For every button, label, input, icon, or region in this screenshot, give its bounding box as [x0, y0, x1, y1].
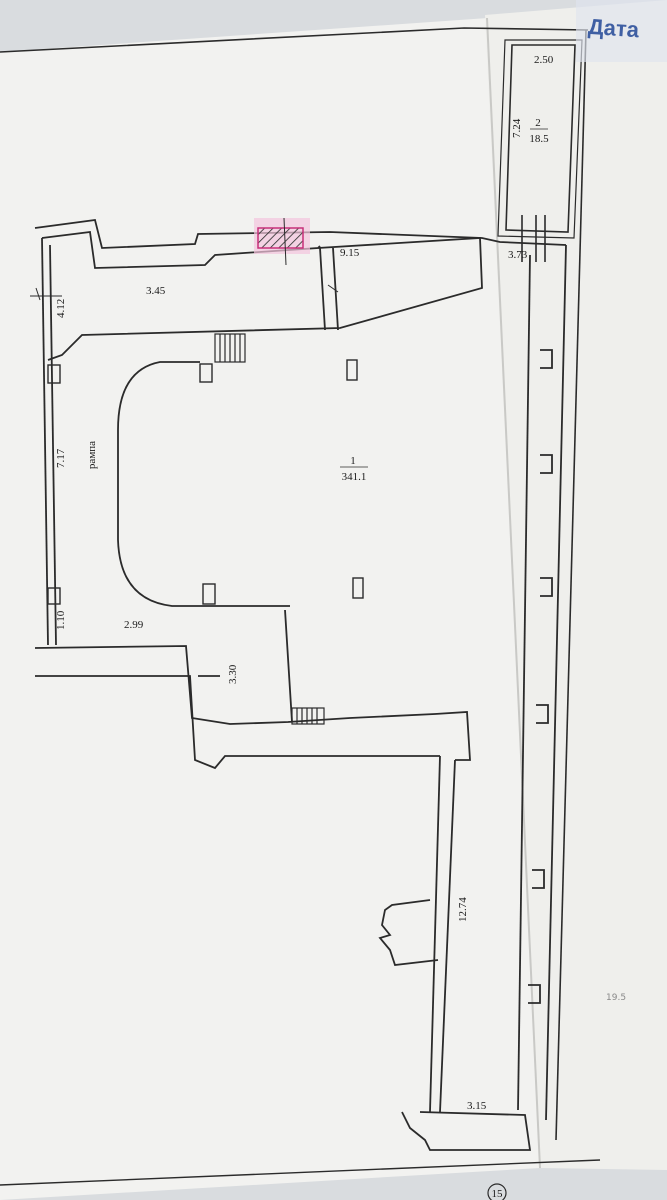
dim-3-30: 3.30 — [227, 664, 239, 684]
svg-text:Дата: Дата — [587, 14, 640, 43]
page-number: 15 — [492, 1188, 504, 1200]
paper-sheet-left — [0, 18, 540, 1200]
dim-7-17: 7.17 — [55, 448, 67, 468]
dim-3-45: 3.45 — [146, 285, 166, 297]
dim-3-73: 3.73 — [508, 249, 528, 261]
frame-line — [0, 27, 589, 53]
room-2 — [497, 39, 583, 262]
stairs-top — [214, 333, 246, 363]
room-2-area: 18.5 — [529, 133, 549, 145]
faint-note: 19.5 — [606, 993, 626, 1003]
dim-12-74: 12.74 — [457, 897, 469, 922]
dim-3-15: 3.15 — [467, 1100, 487, 1112]
room-1-area: 341.1 — [342, 471, 367, 483]
dim-7-24: 7.24 — [511, 118, 523, 138]
dim-4-12: 4.12 — [55, 299, 67, 318]
paper-sheet-right — [485, 0, 667, 1170]
dim-1-10: 1.10 — [55, 610, 67, 630]
page-number-circle — [487, 1183, 507, 1200]
dim-2-99: 2.99 — [124, 619, 144, 631]
frame-line-bottom — [0, 1159, 601, 1186]
ramp-label: рампа — [86, 441, 98, 469]
chimney-hatch — [257, 227, 304, 249]
date-stamp: Дата — [576, 0, 667, 62]
room-2-number: 2 — [535, 117, 541, 129]
ramp-edge — [117, 361, 290, 607]
dimension-ticks — [30, 284, 456, 1113]
stairs-bottom — [291, 707, 325, 725]
dim-2-50: 2.50 — [534, 54, 554, 66]
main-hall-walls — [34, 219, 567, 1151]
sheet-fold-line — [486, 17, 541, 1169]
right-wall — [517, 244, 567, 1121]
room-1-number: 1 — [350, 455, 356, 467]
columns — [47, 359, 364, 605]
dim-9-15: 9.15 — [340, 247, 360, 259]
chimney-mark — [283, 217, 287, 266]
frame-line-right — [555, 29, 587, 1141]
